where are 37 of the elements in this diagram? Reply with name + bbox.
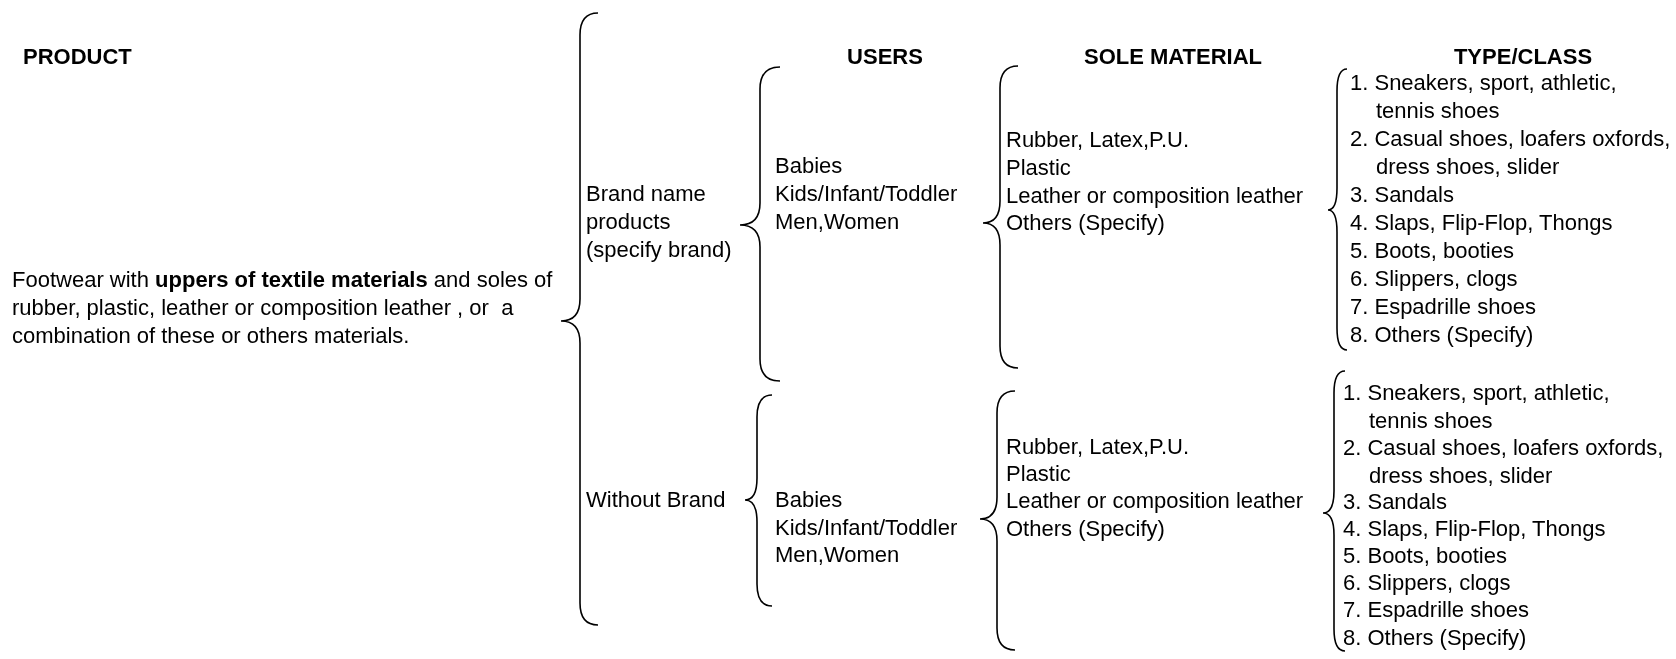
option-label: Others (Specify) <box>1006 209 1166 237</box>
column-header: TYPE/CLASS <box>1453 43 1593 71</box>
option-label: Men,Women <box>775 208 901 236</box>
list-item: 8. Others (Specify) <box>1343 624 1528 652</box>
list-item: 3. Sandals <box>1350 181 1455 209</box>
option-label: Babies <box>775 486 844 514</box>
column-header: USERS <box>847 43 923 71</box>
column-header: PRODUCT <box>23 43 132 71</box>
list-item: 4. Slaps, Flip-Flop, Thongs <box>1350 209 1614 237</box>
column-header: SOLE MATERIAL <box>1084 43 1262 71</box>
option-label: Babies <box>775 152 844 180</box>
list-item: 6. Slippers, clogs <box>1343 569 1512 597</box>
list-item: 6. Slippers, clogs <box>1350 265 1519 293</box>
option-label: Kids/Infant/Toddler <box>775 180 959 208</box>
list-item: 5. Boots, booties <box>1343 542 1508 570</box>
option-label: Rubber, Latex,P.U. <box>1006 126 1191 154</box>
list-item: 5. Boots, booties <box>1350 237 1515 265</box>
option-label: Plastic <box>1006 154 1072 182</box>
option-label: Kids/Infant/Toddler <box>775 514 959 542</box>
option-label: Men,Women <box>775 541 901 569</box>
option-label: Plastic <box>1006 460 1072 488</box>
list-item: 2. Casual shoes, loafers oxfords, dress shoes, slider <box>1343 434 1665 490</box>
list-item: 1. Sneakers, sport, athletic, tennis shoes <box>1343 379 1611 435</box>
option-label: Leather or composition leather <box>1006 487 1305 515</box>
category-label: Brand name products (specify brand) <box>586 180 733 264</box>
product-description: Footwear with uppers of textile materials and soles of rubber, plastic, leather or composition leather , or a combination of these or others materials. <box>12 266 554 350</box>
option-label: Others (Specify) <box>1006 515 1166 543</box>
option-label: Leather or composition leather <box>1006 182 1305 210</box>
list-item: 7. Espadrille shoes <box>1350 293 1537 321</box>
list-item: 7. Espadrille shoes <box>1343 596 1530 624</box>
list-item: 8. Others (Specify) <box>1350 321 1535 349</box>
list-item: 3. Sandals <box>1343 488 1448 516</box>
list-item: 1. Sneakers, sport, athletic, tennis shoes <box>1350 69 1618 125</box>
option-label: Rubber, Latex,P.U. <box>1006 433 1191 461</box>
category-label: Without Brand <box>586 486 727 514</box>
list-item: 2. Casual shoes, loafers oxfords, dress shoes, slider <box>1350 125 1672 181</box>
list-item: 4. Slaps, Flip-Flop, Thongs <box>1343 515 1607 543</box>
